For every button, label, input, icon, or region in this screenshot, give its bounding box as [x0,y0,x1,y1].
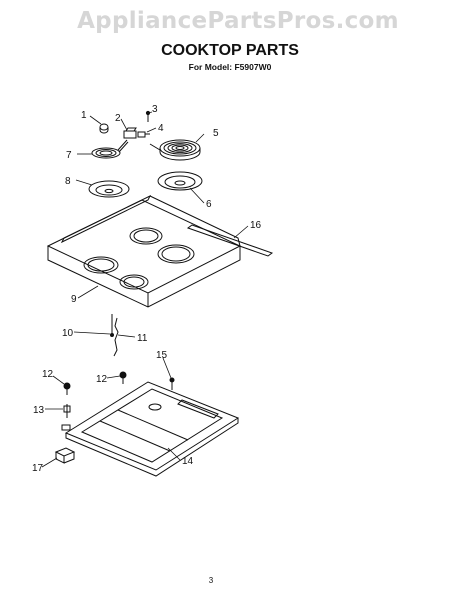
callout-7: 7 [66,150,72,161]
part-11-spring[interactable] [113,317,119,357]
watermark: AppliancePartsPros.com [77,8,399,34]
part-15-screw[interactable] [169,377,175,390]
callout-10: 10 [62,328,74,339]
callout-15: 15 [156,350,168,361]
part-5-large-element[interactable] [149,139,201,161]
part-2-terminal-block[interactable] [123,127,137,139]
part-7-small-element[interactable] [91,139,129,159]
part-4-receptacle[interactable] [137,131,150,138]
part-12-screw-left[interactable] [63,382,71,395]
callout-14: 14 [182,456,194,467]
callout-17: 17 [32,463,44,474]
part-12-screw-right[interactable] [119,371,127,384]
callout-6: 6 [206,199,212,210]
callout-4: 4 [158,123,164,134]
part-17-small-box[interactable] [54,447,76,464]
callout-9: 9 [71,294,77,305]
callout-5: 5 [213,128,219,139]
callout-11: 11 [137,333,148,344]
part-13-clip[interactable] [63,404,71,418]
leader-lines [41,111,249,468]
part-16-trim-strip[interactable] [186,224,274,257]
part-8-small-drip-pan[interactable] [88,180,130,198]
part-6-large-drip-pan[interactable] [157,171,203,191]
callout-3: 3 [152,104,158,115]
page-title: COOKTOP PARTS [161,42,299,59]
part-10-rod[interactable] [110,314,114,337]
model-subtitle: For Model: F5907W0 [188,62,272,72]
callout-numbers: 1 2 3 4 5 6 7 8 9 10 11 12 12 13 14 15 1… [32,104,262,474]
callout-12-left: 12 [42,369,54,380]
part-1-knob[interactable] [99,123,109,134]
page-number: 3 [208,576,214,585]
callout-12-right: 12 [96,374,108,385]
callout-16: 16 [250,220,262,231]
callout-2: 2 [115,113,121,124]
callout-13: 13 [33,405,45,416]
callout-8: 8 [65,176,71,187]
callout-1: 1 [81,110,87,121]
part-14-burner-box[interactable] [61,381,240,477]
part-9-cooktop-main-top[interactable] [46,194,242,308]
